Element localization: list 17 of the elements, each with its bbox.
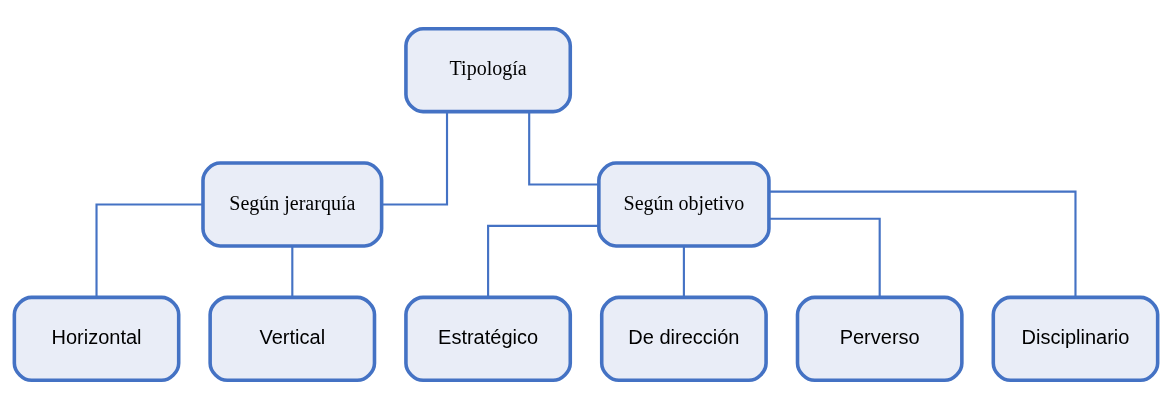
connector — [769, 217, 881, 297]
node-box: Tipología — [404, 26, 573, 114]
node-box: Disciplinario — [991, 295, 1160, 383]
connector — [682, 246, 685, 298]
connector — [487, 224, 599, 297]
node-box: Según jerarquía — [201, 161, 384, 248]
node-box: Estratégico — [404, 295, 573, 383]
node-box: Según objetivo — [597, 161, 771, 248]
connector — [381, 111, 449, 206]
connector — [95, 203, 203, 298]
node-box: Vertical — [208, 295, 377, 383]
node-box: De dirección — [599, 295, 768, 383]
node-box: Horizontal — [12, 295, 181, 383]
connector — [528, 112, 599, 186]
connector — [291, 246, 294, 298]
node-box: Perverso — [795, 295, 964, 383]
connector — [769, 190, 1077, 298]
